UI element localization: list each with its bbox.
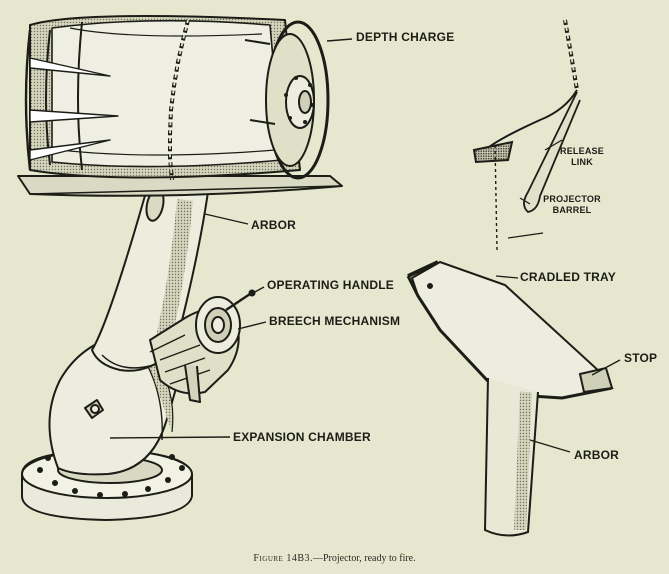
label-depth-charge: DEPTH CHARGE [356,30,455,44]
depth-charge [24,15,330,180]
label-expansion-chamber: EXPANSION CHAMBER [233,430,371,444]
cradled-tray-detail [406,260,621,537]
depth-charge-tray [17,175,343,197]
breech-mechanism [149,289,256,403]
label-arbor-right: ARBOR [574,448,619,462]
leader-lines [109,38,353,439]
label-release-link-line2: LINK [571,157,593,167]
label-cradled-tray: CRADLED TRAY [520,270,616,284]
figure-caption: Figure 14B3.—Projector, ready to fire. [0,553,669,564]
label-release-link: RELEASE LINK [560,146,604,168]
chain [168,19,190,181]
figure-caption-text: —Projector, ready to fire. [313,553,416,564]
label-projector-barrel-line1: PROJECTOR [543,194,601,204]
figure-number: Figure 14B3. [253,553,313,564]
label-arbor-left: ARBOR [251,218,296,232]
release-link-detail [472,19,581,251]
label-projector-barrel-line2: BARREL [552,205,592,215]
label-operating-handle: OPERATING HANDLE [267,278,394,292]
label-breech-mechanism: BREECH MECHANISM [269,314,401,328]
label-release-link-line1: RELEASE [560,146,604,156]
label-projector-barrel: PROJECTOR BARREL [542,194,602,216]
label-stop: STOP [624,351,658,365]
projector-assembly [17,15,353,521]
